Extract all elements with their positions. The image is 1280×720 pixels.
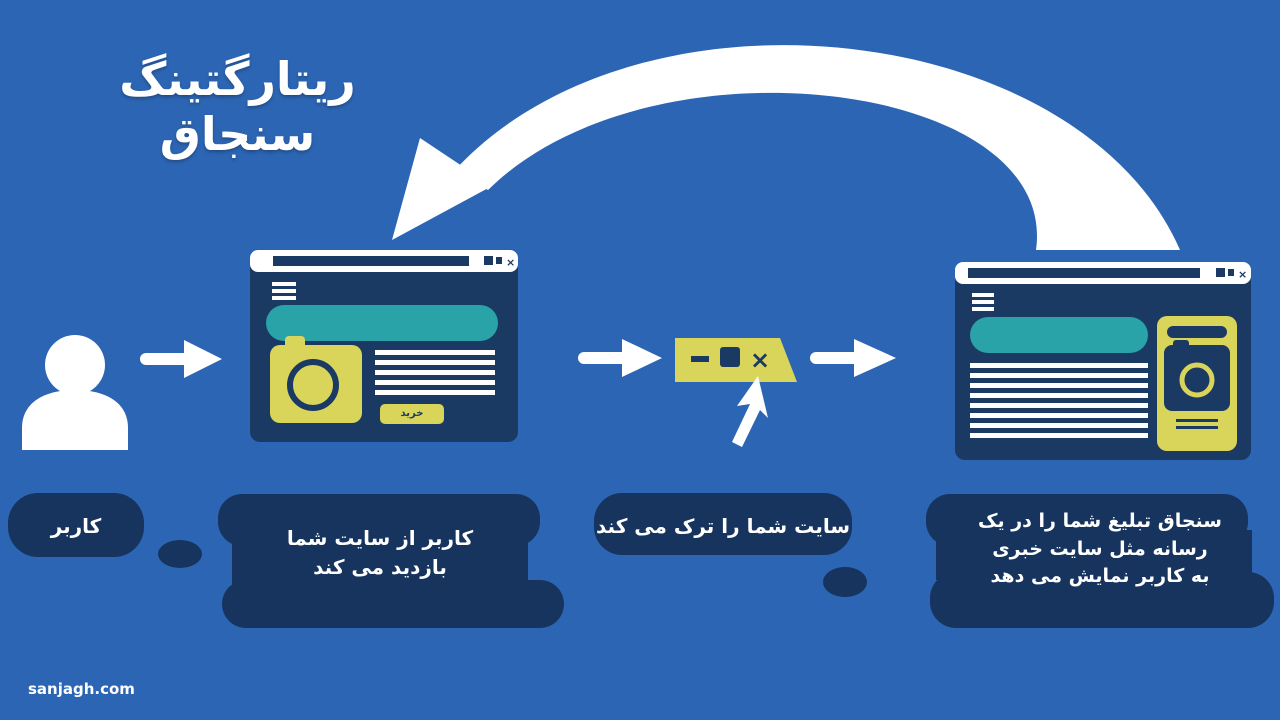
cursor-arrow-icon xyxy=(732,376,768,447)
caption-user: کاربر xyxy=(8,512,144,541)
buy-button-label: خرید xyxy=(400,408,424,419)
caption-line: سایت شما را ترک می کند xyxy=(595,514,851,538)
watermark: sanjagh.com xyxy=(28,680,135,698)
svg-text:×: × xyxy=(506,256,515,269)
close-window-controls: × xyxy=(675,338,797,382)
caption-ad: سنجاق تبلیغ شما را در یک رسانه مثل سایت … xyxy=(930,508,1270,591)
caption-line: رسانه مثل سایت خبری xyxy=(992,537,1208,560)
browser-window-ad: × xyxy=(955,262,1251,460)
caption-bubble-ad xyxy=(926,494,1274,628)
return-arrow xyxy=(392,45,1180,250)
caption-line: کاربر xyxy=(50,514,102,538)
caption-leave: سایت شما را ترک می کند xyxy=(594,512,852,541)
caption-line: کاربر از سایت شما xyxy=(286,526,474,550)
caption-visit: کاربر از سایت شما بازدید می کند xyxy=(232,524,528,582)
svg-text:×: × xyxy=(750,346,770,374)
arrow-right-icon xyxy=(810,339,896,377)
browser-window-visit: × xyxy=(250,250,518,442)
caption-bubble-user xyxy=(8,493,202,568)
caption-line: به کاربر نمایش می دهد xyxy=(990,565,1210,588)
arrow-right-icon xyxy=(578,339,662,377)
user-icon xyxy=(22,335,128,450)
page-title: ریتارگتینگ سنجاق xyxy=(119,52,356,162)
arrow-right-icon xyxy=(140,340,222,378)
caption-bubble-visit xyxy=(218,494,564,628)
svg-text:×: × xyxy=(1238,268,1247,281)
caption-line: بازدید می کند xyxy=(313,555,447,579)
caption-line: سنجاق تبلیغ شما را در یک xyxy=(978,510,1222,532)
caption-bubble-leave xyxy=(594,493,867,597)
